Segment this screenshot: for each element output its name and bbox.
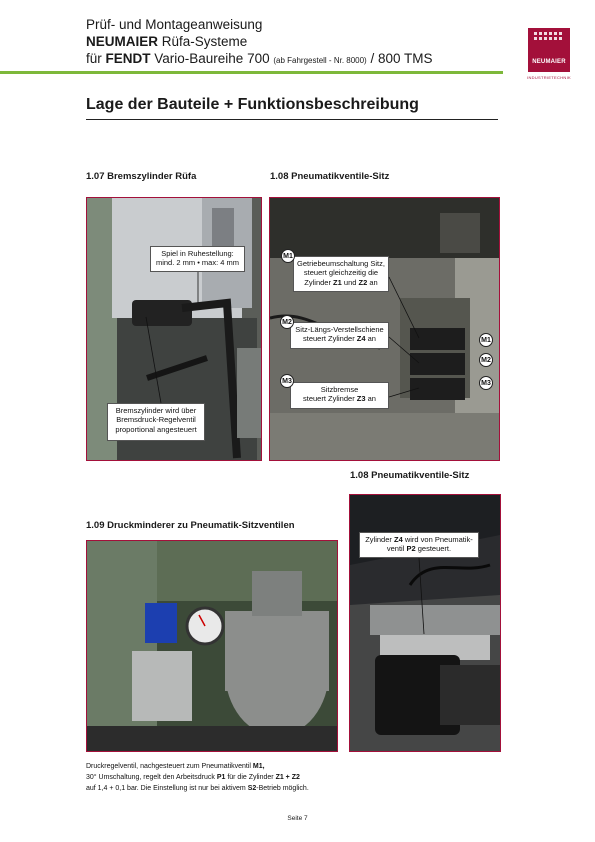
caption-z1-z2: Z1 + Z2 bbox=[275, 773, 300, 781]
header-product: Rüfa-Systeme bbox=[158, 34, 248, 49]
caption-m1: M1, bbox=[252, 763, 265, 770]
caption-text-3c: -Betrieb möglich. bbox=[256, 784, 309, 792]
callout-seat-rail: Sitz-Längs-Verstellschiene steuert Zylin… bbox=[290, 322, 389, 349]
callout-seatbrake-text-c: an bbox=[365, 394, 376, 404]
callout-rail-line-2: steuert Zylinder Z4 an bbox=[294, 334, 385, 343]
callout-gear-z2: Z2 bbox=[358, 277, 368, 287]
header-for: für bbox=[86, 51, 106, 66]
header-line-2: NEUMAIER Rüfa-Systeme bbox=[86, 34, 247, 49]
pressure-reducer-caption: Druckregelventil, nachgesteuert zum Pneu… bbox=[86, 762, 386, 795]
caption-line-3: auf 1,4 + 0,1 bar. Die Einstellung ist n… bbox=[86, 784, 386, 795]
header-fendt: FENDT bbox=[105, 51, 151, 66]
callout-rail-line-1: Sitz-Längs-Verstellschiene bbox=[295, 325, 384, 334]
callout-z4-p2: P2 bbox=[406, 544, 416, 554]
callout-brake-line-1: Bremszylinder wird über bbox=[115, 406, 197, 415]
pressure-reducer-photo-illustration bbox=[87, 541, 337, 751]
callout-brake-cylinder-control: Bremszylinder wird über Bremsdruck-Regel… bbox=[107, 403, 205, 441]
callout-gear-z1: Z1 bbox=[333, 277, 342, 287]
marker-m1-right: M1 bbox=[479, 333, 493, 347]
logo-name: NEUMAIER bbox=[532, 59, 566, 65]
callout-cylinder-z4: Zylinder Z4 wird von Pneumatik- ventil P… bbox=[359, 532, 479, 558]
callout-gear-line-2: steuert gleichzeitig die bbox=[303, 268, 379, 278]
header-line-1: Prüf- und Montageanweisung bbox=[86, 17, 263, 32]
callout-z4-text-a: Zylinder bbox=[365, 535, 394, 544]
valve-leader-lines bbox=[388, 276, 420, 398]
header-chassis-note: (ab Fahrgestell - Nr. 8000) bbox=[273, 56, 367, 65]
caption-text-3a: auf 1,4 + 0,1 bar. Die Einstellung ist n… bbox=[86, 784, 248, 792]
caption-line-1: Druckregelventil, nachgesteuert zum Pneu… bbox=[86, 762, 386, 773]
header-divider bbox=[0, 71, 503, 74]
header-brand: NEUMAIER bbox=[86, 34, 159, 49]
callout-play-at-rest: Spiel in Ruhestellung: mind. 2 mm • max:… bbox=[150, 246, 245, 272]
callout-rail-text-c: an bbox=[365, 334, 376, 344]
section-heading-109: 1.09 Druckminderer zu Pneumatik-Sitzvent… bbox=[86, 520, 295, 531]
caption-text-2a: 30° Umschaltung, regelt den Arbeitsdruck bbox=[86, 773, 217, 781]
neumaier-logo: NEUMAIER bbox=[528, 28, 570, 72]
title-underline bbox=[86, 119, 498, 120]
callout-seatbrake-line-2: steuert Zylinder Z3 an bbox=[294, 394, 385, 403]
callout-play-line-2: mind. 2 mm • max: 4 mm bbox=[155, 258, 240, 268]
callout-rail-text-a: steuert Zylinder bbox=[303, 334, 357, 344]
callout-seat-brake: Sitzbremse steuert Zylinder Z3 an bbox=[290, 382, 389, 409]
callout-gear-text-e: an bbox=[367, 277, 378, 287]
callout-z4-line-1: Zylinder Z4 wird von Pneumatik- bbox=[363, 535, 475, 544]
callout-gear-text-a: Zylinder bbox=[304, 277, 334, 287]
callout-play-line-1: Spiel in Ruhestellung: bbox=[161, 249, 234, 258]
caption-text-2c: für die Zylinder bbox=[225, 773, 276, 781]
marker-m2-right: M2 bbox=[479, 353, 493, 367]
section-heading-108-bottom: 1.08 Pneumatikventile-Sitz bbox=[350, 470, 470, 481]
callout-z4-text-f: gesteuert. bbox=[415, 544, 452, 554]
caption-text-1a: Druckregelventil, nachgesteuert zum Pneu… bbox=[86, 763, 253, 770]
marker-m3-right: M3 bbox=[479, 376, 493, 390]
marker-m1-left: M1 bbox=[281, 249, 295, 263]
callout-gear-line-3: Zylinder Z1 und Z2 an bbox=[297, 278, 385, 287]
page-title: Lage der Bauteile + Funktionsbeschreibun… bbox=[86, 96, 419, 113]
callout-z4-text-d: ventil bbox=[386, 544, 407, 554]
callout-seatbrake-line-1: Sitzbremse bbox=[320, 385, 359, 394]
callout-brake-line-2: Bremsdruck-Regelventil bbox=[116, 415, 196, 425]
callout-seatbrake-z3: Z3 bbox=[356, 394, 366, 404]
header-line-3: für FENDT Vario-Baureihe 700 (ab Fahrges… bbox=[86, 51, 433, 66]
callout-brake-line-3: proportional angesteuert bbox=[115, 424, 197, 434]
brake-leader-lines bbox=[145, 272, 199, 404]
page-number: Seite 7 bbox=[287, 815, 308, 822]
header-series: Vario-Baureihe 700 bbox=[150, 51, 274, 66]
marker-m3-left: M3 bbox=[280, 374, 294, 388]
seat-leader-line bbox=[418, 557, 425, 635]
caption-line-2: 30° Umschaltung, regelt den Arbeitsdruck… bbox=[86, 773, 386, 784]
logo-subtitle: INDUSTRIETECHNIK bbox=[527, 75, 571, 80]
logo-grid-icon bbox=[534, 32, 562, 40]
callout-z4-line-2: ventil P2 gesteuert. bbox=[363, 544, 475, 553]
caption-s2: S2 bbox=[247, 784, 257, 792]
header-series-end: / 800 TMS bbox=[366, 51, 433, 66]
callout-z4-text-c: wird von Pneumatik- bbox=[402, 535, 473, 544]
section-heading-108-top: 1.08 Pneumatikventile-Sitz bbox=[270, 171, 390, 182]
callout-z4-z4: Z4 bbox=[393, 535, 403, 544]
photo-pressure-reducer bbox=[86, 540, 338, 752]
callout-rail-z4: Z4 bbox=[356, 334, 366, 344]
section-heading-107: 1.07 Bremszylinder Rüfa bbox=[86, 171, 197, 182]
callout-gear-text-c: und bbox=[341, 277, 359, 287]
callout-seatbrake-text-a: steuert Zylinder bbox=[303, 394, 357, 404]
caption-p1: P1 bbox=[216, 773, 226, 781]
callout-gear-switch: Getriebeumschaltung Sitz, steuert gleich… bbox=[293, 256, 389, 292]
marker-m2-left: M2 bbox=[280, 315, 294, 329]
callout-gear-line-1: Getriebeumschaltung Sitz, bbox=[297, 259, 385, 268]
